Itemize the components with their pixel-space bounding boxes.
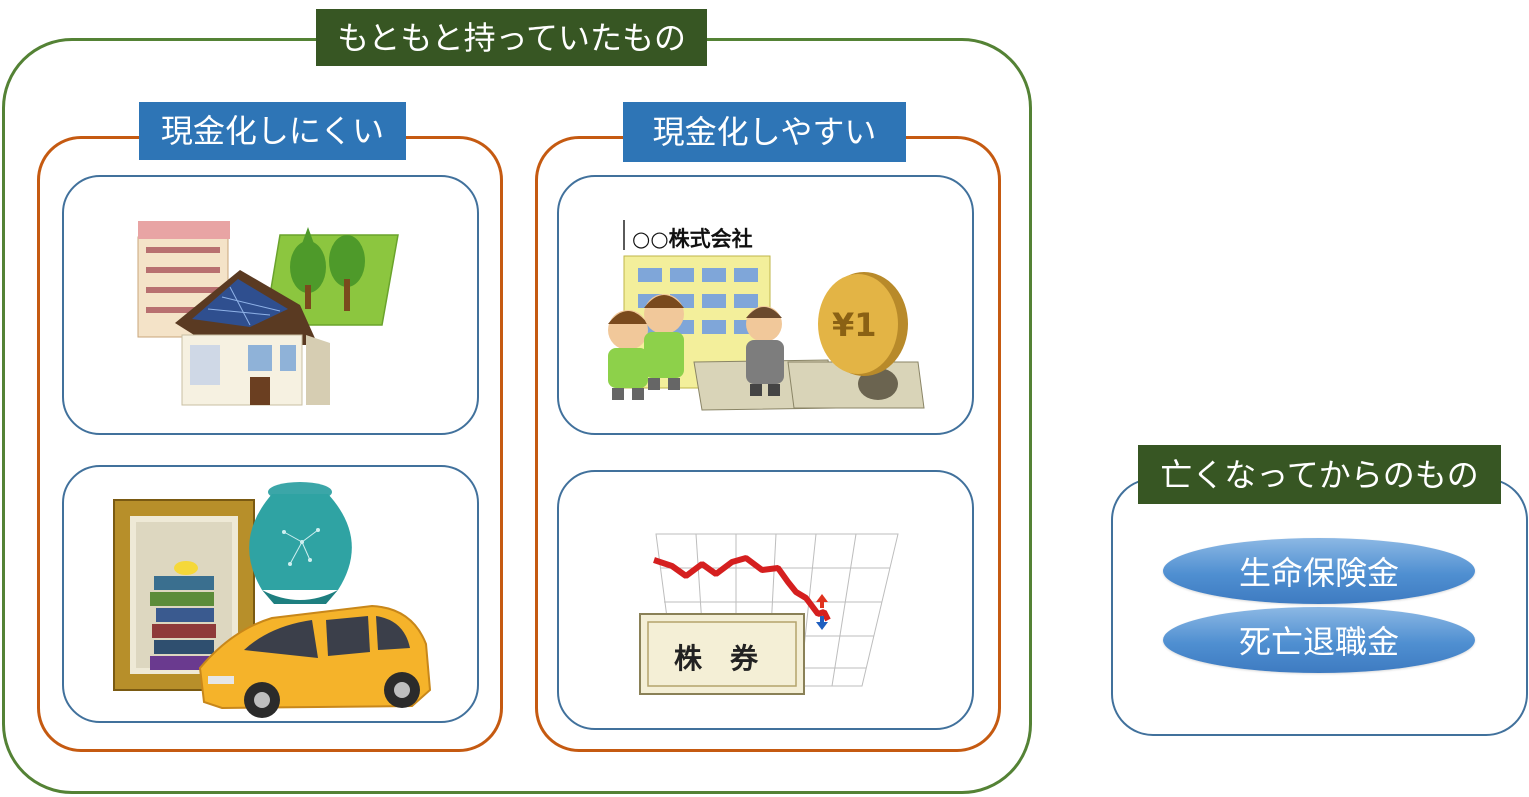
owned-assets-label: もともと持っていたもの xyxy=(316,9,707,66)
death-retirement-pill: 死亡退職金 xyxy=(1163,607,1475,673)
company-stock-icon: ○○株式会社 ¥1 xyxy=(608,220,925,411)
after-death-label: 亡くなってからのもの xyxy=(1138,445,1501,504)
coin-text: ¥1 xyxy=(832,306,877,344)
stock-certificate-text: 株 券 xyxy=(674,642,759,675)
hard-to-liquidate-label: 現金化しにくい xyxy=(139,102,406,160)
listed-stock-card xyxy=(557,470,974,730)
easy-to-liquidate-label: 現金化しやすい xyxy=(623,102,906,162)
company-sign-text: ○○株式会社 xyxy=(632,227,753,251)
valuables-icon xyxy=(113,482,432,718)
real-estate-icon xyxy=(137,221,399,406)
life-insurance-pill: 生命保険金 xyxy=(1163,538,1475,604)
stock-certificate-icon: 株 券 xyxy=(639,533,899,695)
